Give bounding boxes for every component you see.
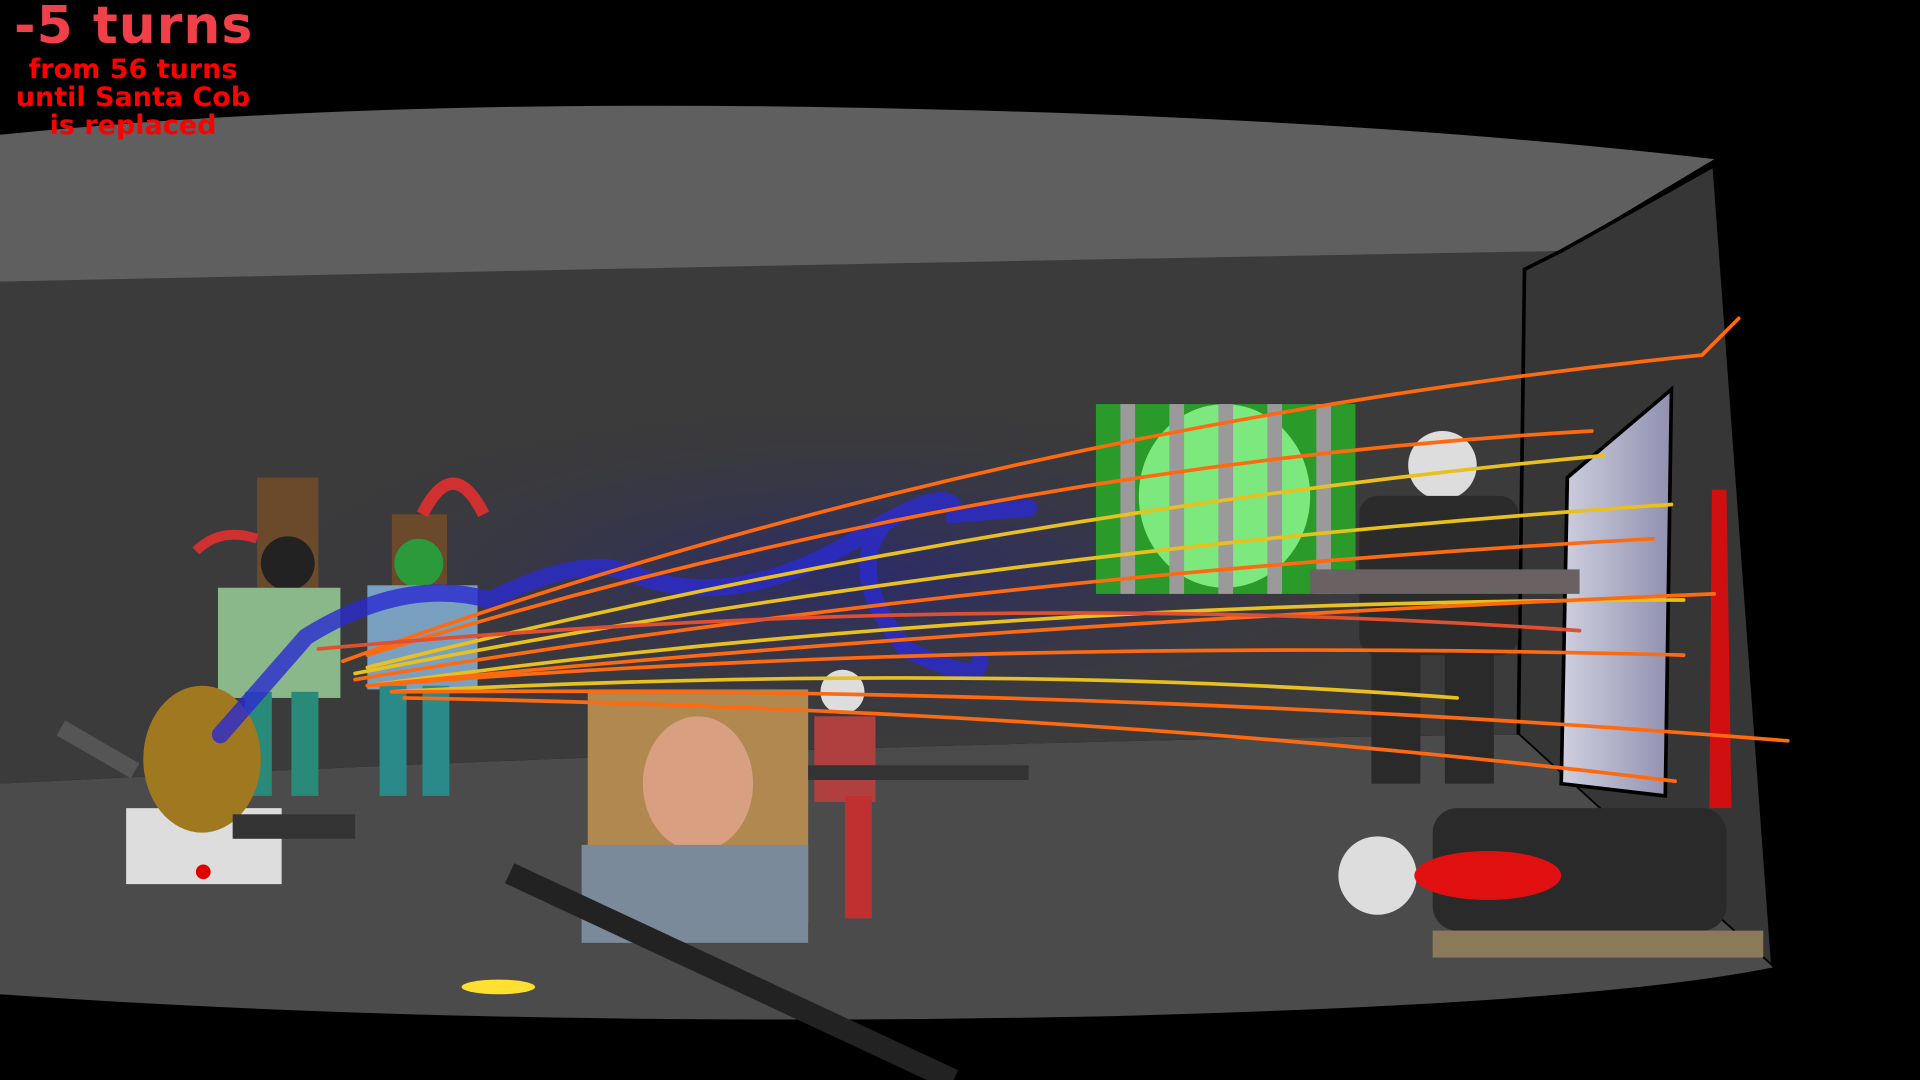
turn-delta-label: -5 turns: [14, 0, 254, 56]
yellow-puddle: [461, 979, 536, 995]
turn-countdown-line-3: is replaced: [49, 110, 217, 141]
ceiling: [0, 105, 1715, 282]
turn-countdown-message: from 56 turns until Santa Cob is replace…: [4, 56, 262, 140]
blood-splatter: [1709, 489, 1732, 809]
ally-photo-character: [504, 689, 959, 1080]
doorway: [1559, 385, 1674, 798]
turn-countdown-line-1: from 56 turns: [28, 54, 238, 85]
blue-beam: [211, 492, 1038, 744]
ally-santa-gunner: [808, 669, 1029, 919]
enemy-soldier-fallen: [1338, 808, 1764, 958]
floor: [0, 734, 1774, 1020]
bullet-tracers: [316, 316, 1790, 784]
turn-countdown-line-2: until Santa Cob: [15, 82, 251, 113]
ally-gold-character: [56, 685, 356, 885]
